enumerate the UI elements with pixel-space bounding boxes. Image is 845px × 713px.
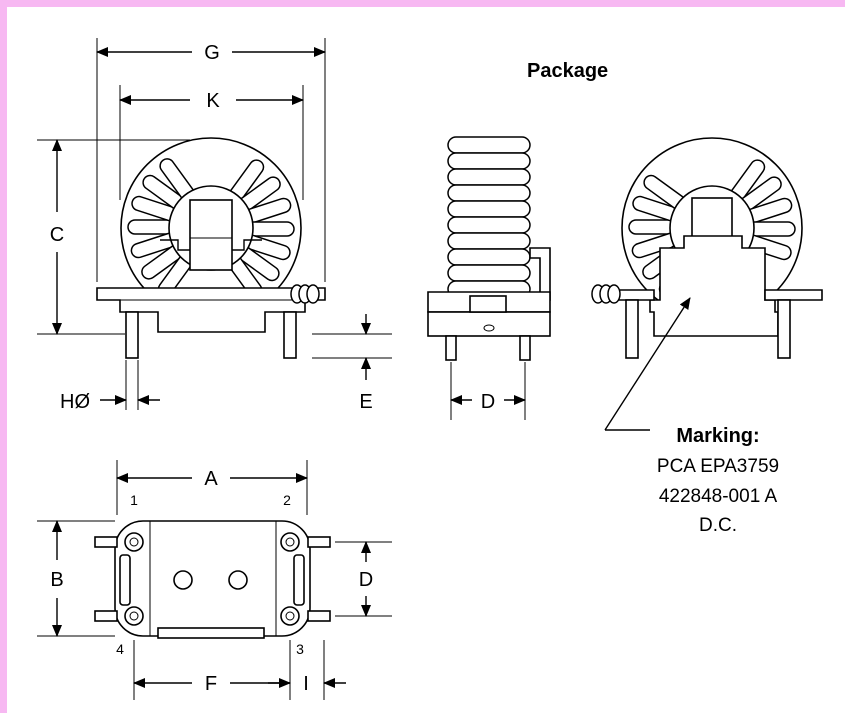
pin-label-2: 2 (283, 492, 291, 508)
dim-label-a: A (204, 468, 218, 490)
pin-label-1: 1 (130, 492, 138, 508)
dim-label-g: G (204, 42, 220, 64)
side-pin-left (445, 335, 457, 361)
pin-label-4: 4 (116, 641, 124, 657)
dim-label-c: C (50, 224, 64, 246)
front-view: G K C (37, 38, 392, 413)
bottom-view: A 1 2 B 4 3 (37, 460, 392, 700)
marking-block: Marking: PCA EPA3759 422848-001 A D.C. (657, 425, 779, 536)
marking-heading: Marking: (676, 425, 759, 447)
dim-label-i: I (303, 673, 309, 695)
package-title: Package (527, 60, 608, 82)
back-pin-left (625, 299, 639, 359)
dim-label-k: K (206, 90, 220, 112)
dim-label-h: HØ (60, 391, 90, 413)
pin-left (125, 311, 139, 359)
side-pin-right (519, 335, 531, 361)
marking-line-1: PCA EPA3759 (657, 456, 779, 477)
marking-line-3: D.C. (699, 515, 737, 536)
marking-line-2: 422848-001 A (659, 486, 778, 507)
pin-label-3: 3 (296, 641, 304, 657)
dim-label-d-side: D (481, 391, 495, 413)
side-windings (447, 136, 531, 298)
side-view: D (427, 136, 551, 420)
back-pin-right (777, 299, 791, 359)
back-view (591, 137, 823, 431)
dim-label-b: B (50, 569, 63, 591)
dim-label-d-bottom: D (359, 569, 373, 591)
pin-right (283, 311, 297, 359)
dim-label-e: E (359, 391, 372, 413)
dim-label-f: F (205, 673, 217, 695)
